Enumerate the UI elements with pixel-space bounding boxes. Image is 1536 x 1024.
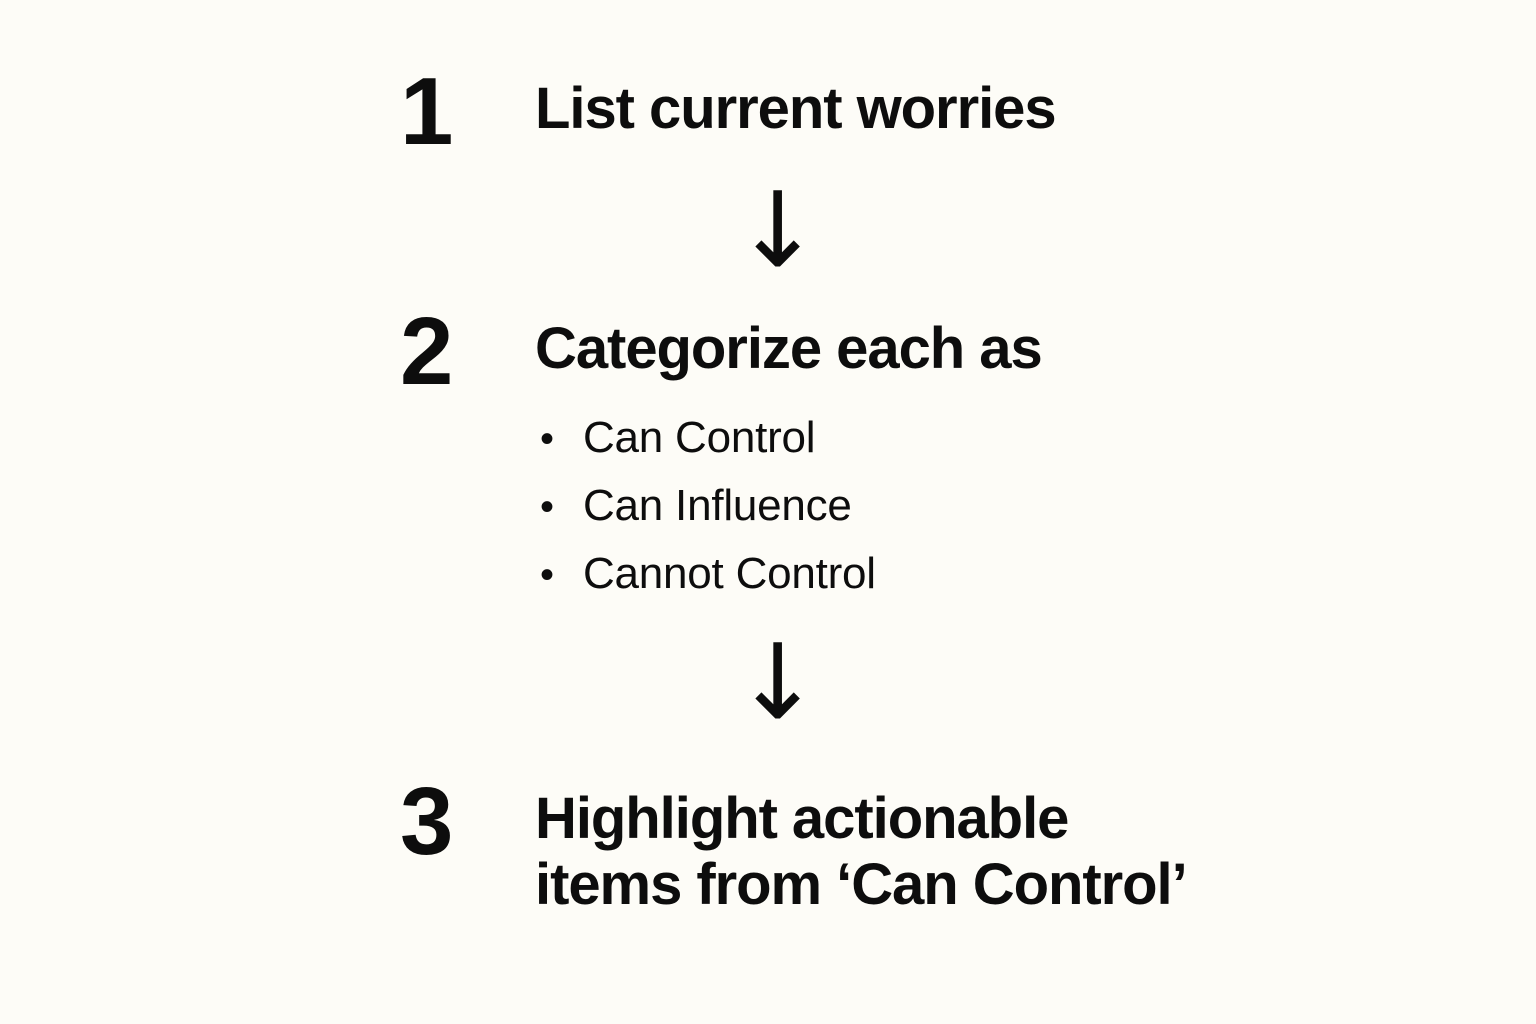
step-1: 1 List current worries — [400, 58, 1057, 165]
step-2-number: 2 — [400, 298, 453, 405]
list-item-label: Can Control — [583, 412, 816, 462]
down-arrow-icon: ↓ — [734, 621, 822, 743]
list-item-label: Cannot Control — [583, 548, 876, 598]
step-3: 3 Highlight actionable items from ‘Can C… — [400, 768, 1188, 917]
down-arrow-icon: ↓ — [734, 169, 822, 291]
bullet-dot-icon: • — [540, 416, 554, 461]
step-2: 2 Categorize each as • Can Control • Can… — [400, 298, 1043, 609]
bullet-dot-icon: • — [540, 552, 554, 597]
step-3-body: Highlight actionable items from ‘Can Con… — [535, 782, 1188, 917]
list-item: • Can Influence — [535, 472, 1042, 540]
step-1-title: List current worries — [535, 76, 1057, 141]
list-item: • Cannot Control — [535, 540, 1042, 608]
step-3-number: 3 — [400, 768, 453, 875]
step-1-body: List current worries — [535, 72, 1057, 142]
step-2-body: Categorize each as • Can Control • Can I… — [535, 312, 1043, 609]
bullet-dot-icon: • — [540, 484, 554, 529]
step-3-title: Highlight actionable items from ‘Can Con… — [535, 786, 1188, 917]
step-2-title: Categorize each as — [535, 316, 1043, 381]
list-item-label: Can Influence — [583, 480, 852, 530]
category-list: • Can Control • Can Influence • Cannot C… — [535, 404, 1042, 609]
list-item: • Can Control — [535, 404, 1042, 472]
step-1-number: 1 — [400, 58, 453, 165]
